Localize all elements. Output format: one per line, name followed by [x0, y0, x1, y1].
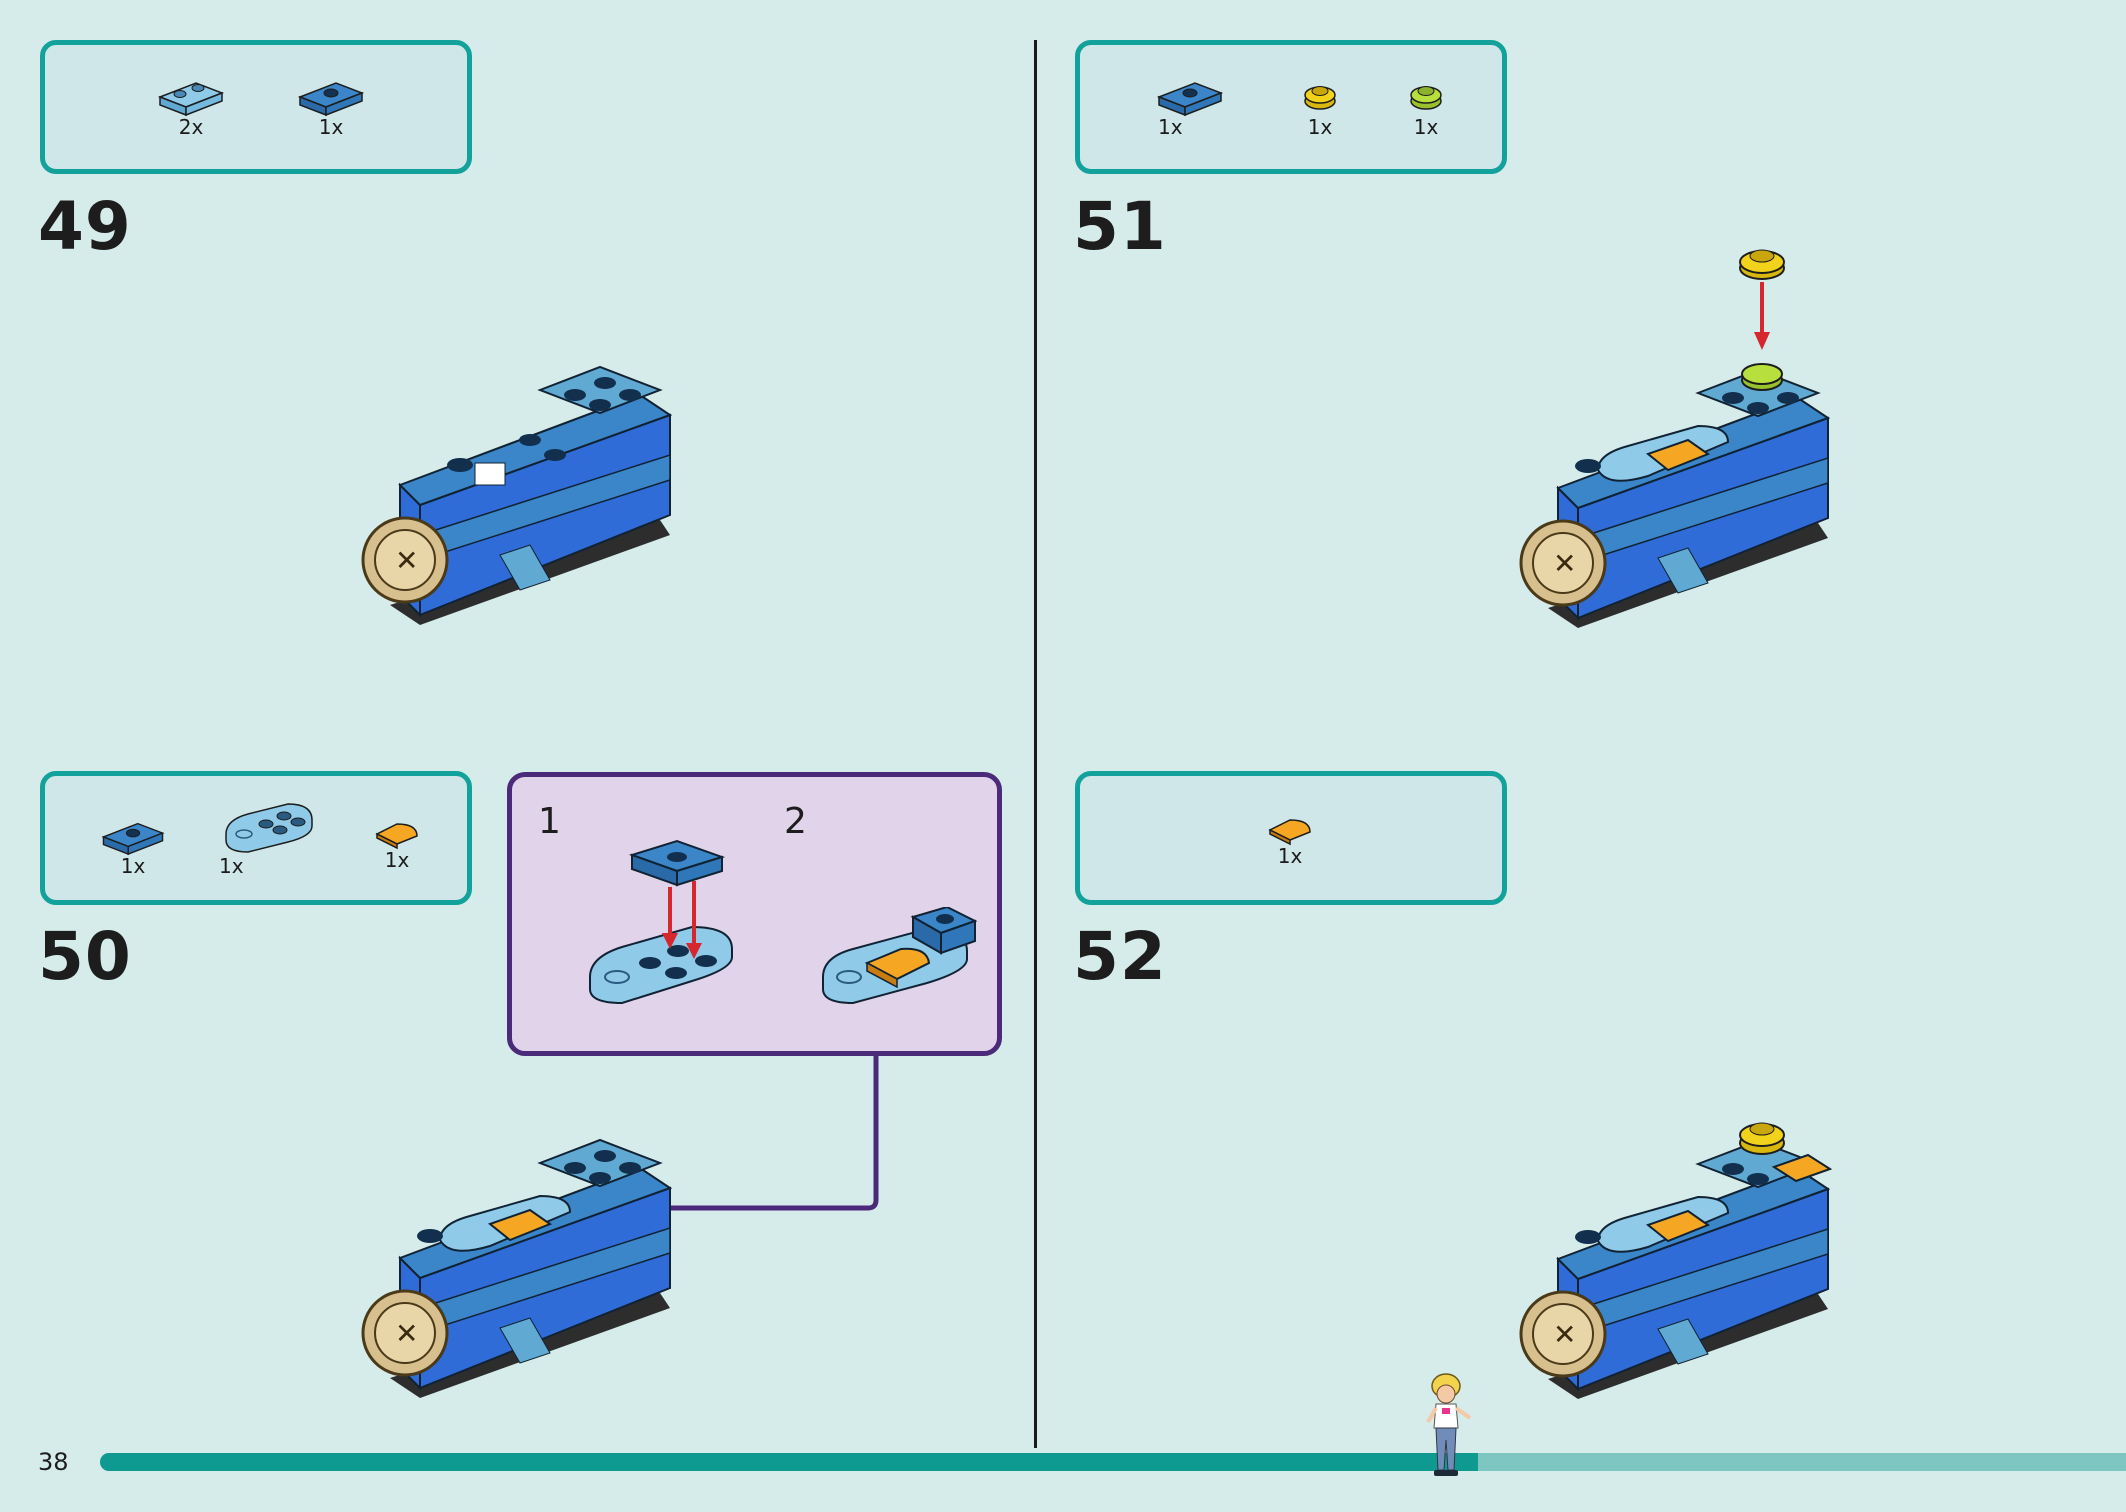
- blue-jumper-plate-icon: [101, 822, 165, 856]
- sub-step-1-illustration: [589, 839, 733, 1005]
- part-quantity: 1x: [1413, 115, 1439, 139]
- part-item: 1x: [213, 796, 323, 878]
- light-blue-round-plate-icon: [225, 803, 313, 853]
- part-item: 1x: [1260, 812, 1320, 868]
- step-number-50: 50: [38, 918, 132, 995]
- parts-box-step-51: 1x 1x 1x: [1075, 40, 1507, 174]
- part-quantity: 1x: [1158, 115, 1183, 139]
- orange-wedge-tile-icon: [375, 823, 418, 850]
- lime-round-plate-icon: [1410, 86, 1442, 110]
- model-illustration: ✕: [361, 1138, 673, 1398]
- blue-jumper-plate-icon: [297, 82, 365, 117]
- part-quantity: 1x: [318, 115, 344, 139]
- part-item: 1x: [1150, 75, 1230, 139]
- model-illustration: ✕: [1519, 249, 1831, 628]
- part-item: 1x: [1396, 75, 1456, 139]
- svg-text:✕: ✕: [395, 544, 418, 577]
- model-illustration: ✕: [1519, 1122, 1833, 1399]
- part-quantity: 1x: [384, 848, 410, 872]
- svg-text:✕: ✕: [1553, 547, 1576, 580]
- part-item: 1x: [1290, 75, 1350, 139]
- svg-text:✕: ✕: [395, 1317, 418, 1350]
- parts-box-step-50: 1x 1x 1x: [40, 771, 472, 905]
- progress-bar: [100, 1453, 2126, 1471]
- sub-step-2-illustration: [822, 907, 977, 1005]
- step-number-52: 52: [1073, 918, 1167, 995]
- orange-wedge-tile-icon: [1268, 819, 1311, 846]
- page-number: 38: [38, 1448, 69, 1476]
- part-item: 1x: [93, 816, 173, 878]
- svg-text:✕: ✕: [1553, 1318, 1576, 1351]
- blue-jumper-plate-icon: [1156, 82, 1224, 117]
- part-quantity: 1x: [1307, 115, 1333, 139]
- model-step-50: ✕: [361, 1138, 673, 1398]
- step-number-49: 49: [38, 188, 132, 265]
- model-step-52: ✕: [1519, 1122, 1833, 1399]
- yellow-round-plate-icon: [1304, 86, 1336, 110]
- part-item: 1x: [291, 75, 371, 139]
- model-step-51: ✕: [1519, 249, 1831, 628]
- part-quantity: 1x: [120, 854, 146, 878]
- part-item: 1x: [367, 816, 427, 872]
- page-divider: [1034, 40, 1037, 1448]
- minifigure-icon: [1426, 1373, 1472, 1476]
- part-item: 2x: [151, 75, 231, 139]
- model-step-49: ✕: [361, 365, 673, 625]
- parts-box-step-49: 2x 1x: [40, 40, 472, 174]
- part-quantity: 1x: [219, 854, 244, 878]
- parts-box-step-52: 1x: [1075, 771, 1507, 905]
- light-blue-plate-1x2-icon: [157, 82, 225, 117]
- progress-bar-fill: [100, 1453, 1478, 1471]
- part-quantity: 1x: [1277, 844, 1303, 868]
- subassembly-box: 1 2: [507, 772, 1002, 1056]
- sub-step-number-1: 1: [538, 801, 561, 842]
- model-illustration: ✕: [361, 365, 673, 625]
- sub-step-number-2: 2: [784, 801, 807, 842]
- step-number-51: 51: [1073, 188, 1167, 265]
- part-quantity: 2x: [178, 115, 204, 139]
